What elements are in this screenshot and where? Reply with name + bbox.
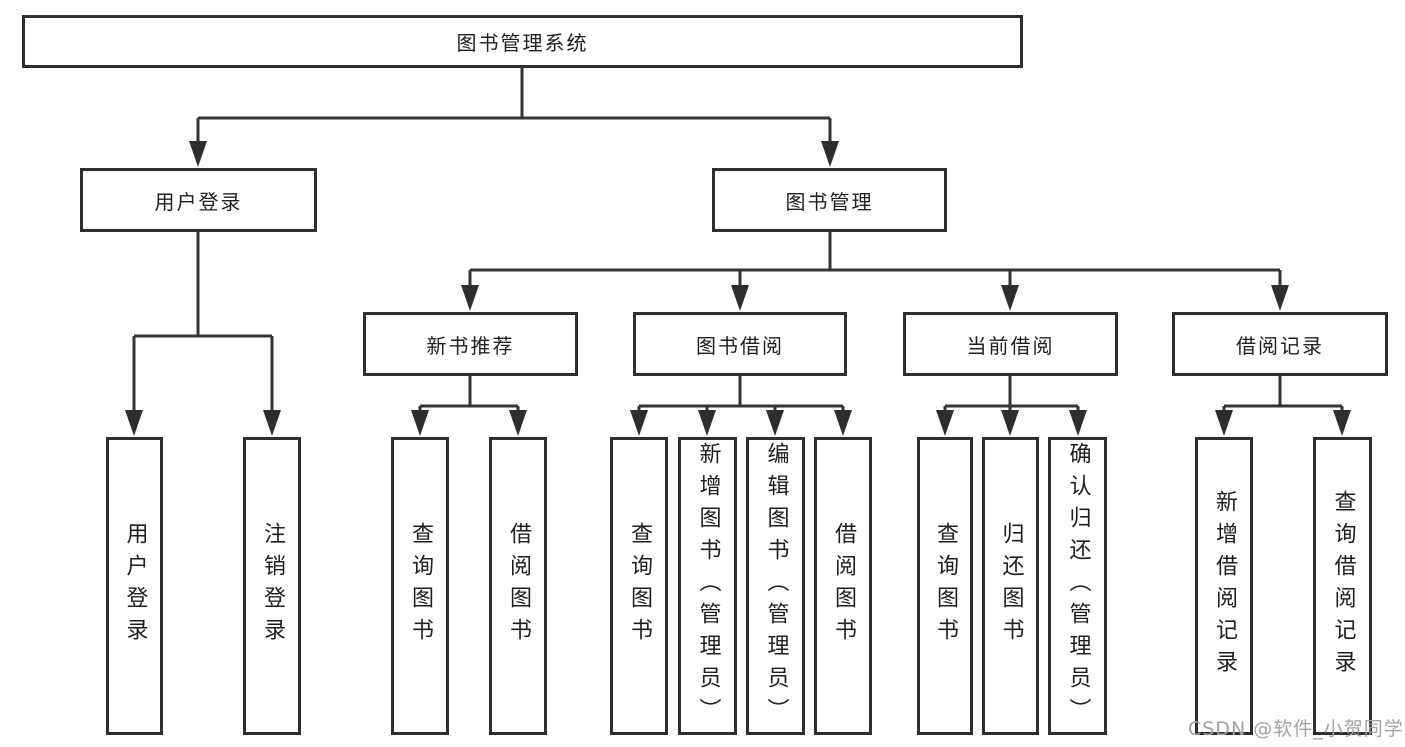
leaf-label: 用户登录 (122, 522, 148, 650)
arrowhead (1001, 410, 1019, 436)
node-label: 图书借阅 (696, 333, 784, 358)
leaf-label: 查询图书 (933, 522, 958, 650)
node-label: 图书管理 (785, 189, 874, 214)
leaf-add-books-admin: 新增图书（管理员） (678, 437, 737, 735)
arrowhead (1001, 285, 1019, 311)
leaf-label: 归还图书 (998, 522, 1024, 650)
arrowhead (263, 410, 281, 436)
connector-new-book-children (418, 376, 520, 414)
leaf-return-books: 归还图书 (982, 437, 1039, 735)
arrowhead (766, 410, 784, 436)
leaf-query-books-borrow: 查询图书 (610, 437, 668, 735)
leaf-query-borrow-record: 查询借阅记录 (1313, 437, 1372, 735)
node-label: 用户登录 (154, 189, 243, 214)
leaf-label: 查询借阅记录 (1330, 490, 1356, 682)
arrowhead (509, 410, 527, 436)
leaf-label: 借阅图书 (506, 522, 531, 650)
node-borrowing-records: 借阅记录 (1172, 312, 1388, 376)
arrowhead (189, 141, 207, 167)
arrowhead (698, 410, 716, 436)
leaf-borrow-books-recommend: 借阅图书 (489, 437, 547, 735)
leaf-logout: 注销登录 (243, 437, 301, 735)
node-new-book-recommend: 新书推荐 (363, 312, 578, 376)
arrowhead (731, 285, 749, 311)
arrowhead (461, 285, 479, 311)
arrowhead (936, 410, 954, 436)
arrowhead (834, 410, 852, 436)
leaf-label: 新增借阅记录 (1212, 490, 1237, 682)
node-label: 图书管理系统 (456, 31, 589, 55)
arrowhead (1333, 410, 1351, 436)
leaf-borrow-books: 借阅图书 (814, 437, 872, 735)
connector-book-mgmt-children (468, 232, 1282, 289)
csdn-watermark: CSDN @软件_小贺同学 (1188, 718, 1404, 740)
connector-current-borrow-children (943, 376, 1080, 414)
connector-user-login-children (132, 232, 274, 414)
node-root-library-system: 图书管理系统 (22, 15, 1023, 68)
leaf-label: 查询图书 (408, 522, 433, 650)
leaf-user-login: 用户登录 (106, 437, 163, 735)
node-user-login: 用户登录 (80, 168, 317, 232)
arrowhead (125, 410, 143, 436)
node-book-management: 图书管理 (712, 168, 947, 232)
node-book-borrowing: 图书借阅 (633, 312, 847, 376)
leaf-confirm-return-admin: 确认归还（管理员） (1048, 437, 1107, 735)
leaf-label: 查询图书 (627, 522, 652, 650)
leaf-label: 新增图书（管理员） (695, 442, 721, 730)
arrowhead (1215, 410, 1233, 436)
leaf-query-books-recommend: 查询图书 (391, 437, 449, 735)
node-current-borrowing: 当前借阅 (903, 312, 1118, 376)
node-label: 借阅记录 (1236, 333, 1324, 358)
leaf-label: 借阅图书 (831, 522, 856, 650)
arrowhead (1271, 285, 1289, 311)
arrowhead (630, 410, 648, 436)
leaf-label: 编辑图书（管理员） (763, 442, 789, 730)
leaf-edit-books-admin: 编辑图书（管理员） (746, 437, 805, 735)
leaf-label: 注销登录 (260, 522, 285, 650)
node-label: 新书推荐 (426, 333, 515, 358)
leaf-add-borrow-record: 新增借阅记录 (1195, 437, 1253, 735)
arrowhead (411, 410, 429, 436)
arrowhead (1069, 410, 1087, 436)
connector-root-to-level2 (196, 66, 832, 145)
node-label: 当前借阅 (966, 333, 1055, 358)
connector-borrow-records-children (1222, 376, 1344, 414)
arrowhead (821, 141, 839, 167)
leaf-label: 确认归还（管理员） (1065, 442, 1091, 730)
connector-book-borrow-children (637, 376, 845, 414)
leaf-query-books-current: 查询图书 (917, 437, 973, 735)
